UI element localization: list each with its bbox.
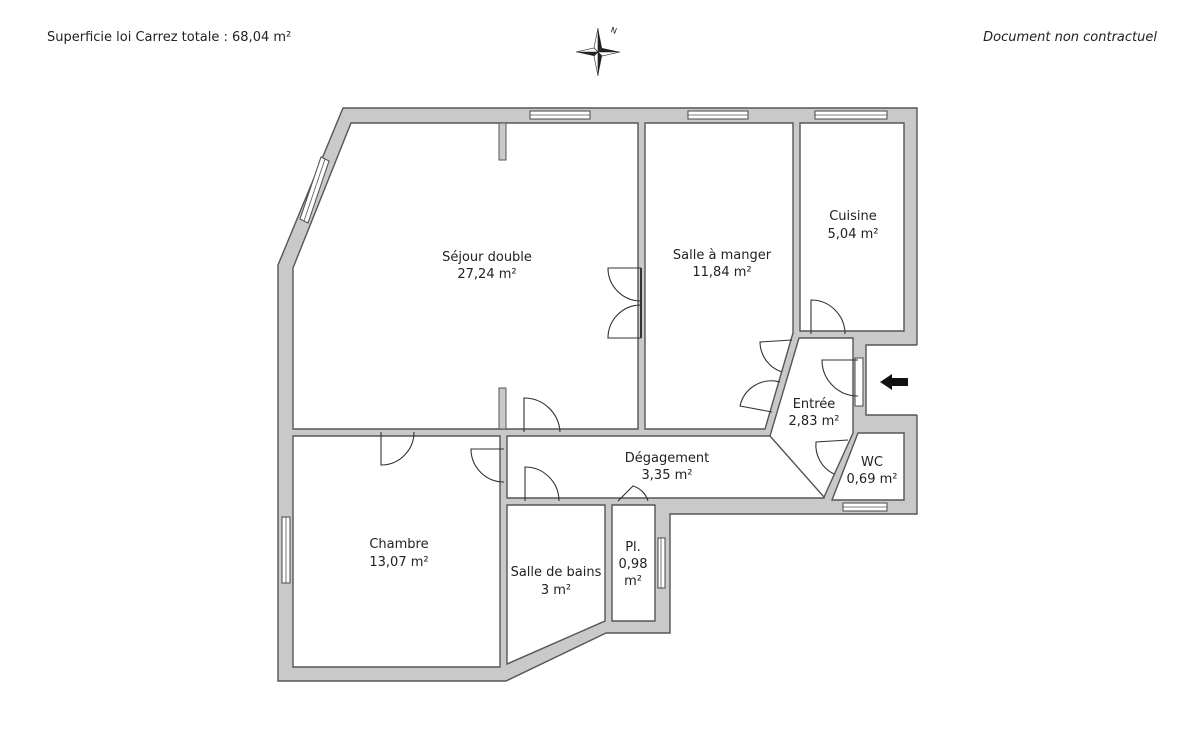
room-name-placard: Pl. xyxy=(625,540,641,555)
room-floor-sejour xyxy=(292,122,639,430)
room-labels: Séjour double 27,24 m² Salle à manger 11… xyxy=(369,209,897,598)
compass-rose-icon xyxy=(575,27,621,77)
doors xyxy=(380,267,859,502)
room-floor-placard xyxy=(611,504,656,622)
room-area-placard-line2: m² xyxy=(624,574,642,589)
room-area-salle-a-manger: 11,84 m² xyxy=(692,265,751,280)
entrance-arrow-icon xyxy=(880,374,908,390)
room-floor-chambre xyxy=(292,435,501,668)
total-area-label: Superficie loi Carrez totale : 68,04 m² xyxy=(47,30,292,45)
room-area-wc: 0,69 m² xyxy=(847,472,898,487)
room-floor-degagement xyxy=(506,435,825,499)
room-name-salle-a-manger: Salle à manger xyxy=(673,248,772,263)
disclaimer-label: Document non contractuel xyxy=(983,30,1157,45)
room-name-wc: WC xyxy=(861,455,883,470)
wall-stub-bottom xyxy=(498,387,507,430)
room-area-degagement: 3,35 m² xyxy=(642,468,693,483)
wall-stub-top xyxy=(498,122,507,161)
room-area-sejour: 27,24 m² xyxy=(457,267,516,282)
room-floor-salle-a-manger xyxy=(644,122,794,430)
room-name-chambre: Chambre xyxy=(369,537,428,552)
room-area-salle-de-bains: 3 m² xyxy=(541,583,571,598)
room-area-chambre: 13,07 m² xyxy=(369,555,428,570)
room-name-sejour: Séjour double xyxy=(442,250,532,265)
room-area-placard-line1: 0,98 xyxy=(619,557,648,572)
windows xyxy=(281,110,888,589)
compass-north-label: N xyxy=(609,25,618,36)
room-floors xyxy=(292,122,905,668)
room-name-entree: Entrée xyxy=(793,397,836,412)
room-floor-wc xyxy=(830,432,905,501)
room-floor-cuisine xyxy=(799,122,905,332)
room-name-degagement: Dégagement xyxy=(625,451,709,466)
room-floor-salle-de-bains xyxy=(506,504,606,666)
room-name-salle-de-bains: Salle de bains xyxy=(511,565,602,580)
room-area-cuisine: 5,04 m² xyxy=(828,227,879,242)
room-name-cuisine: Cuisine xyxy=(829,209,877,224)
room-area-entree: 2,83 m² xyxy=(789,414,840,429)
